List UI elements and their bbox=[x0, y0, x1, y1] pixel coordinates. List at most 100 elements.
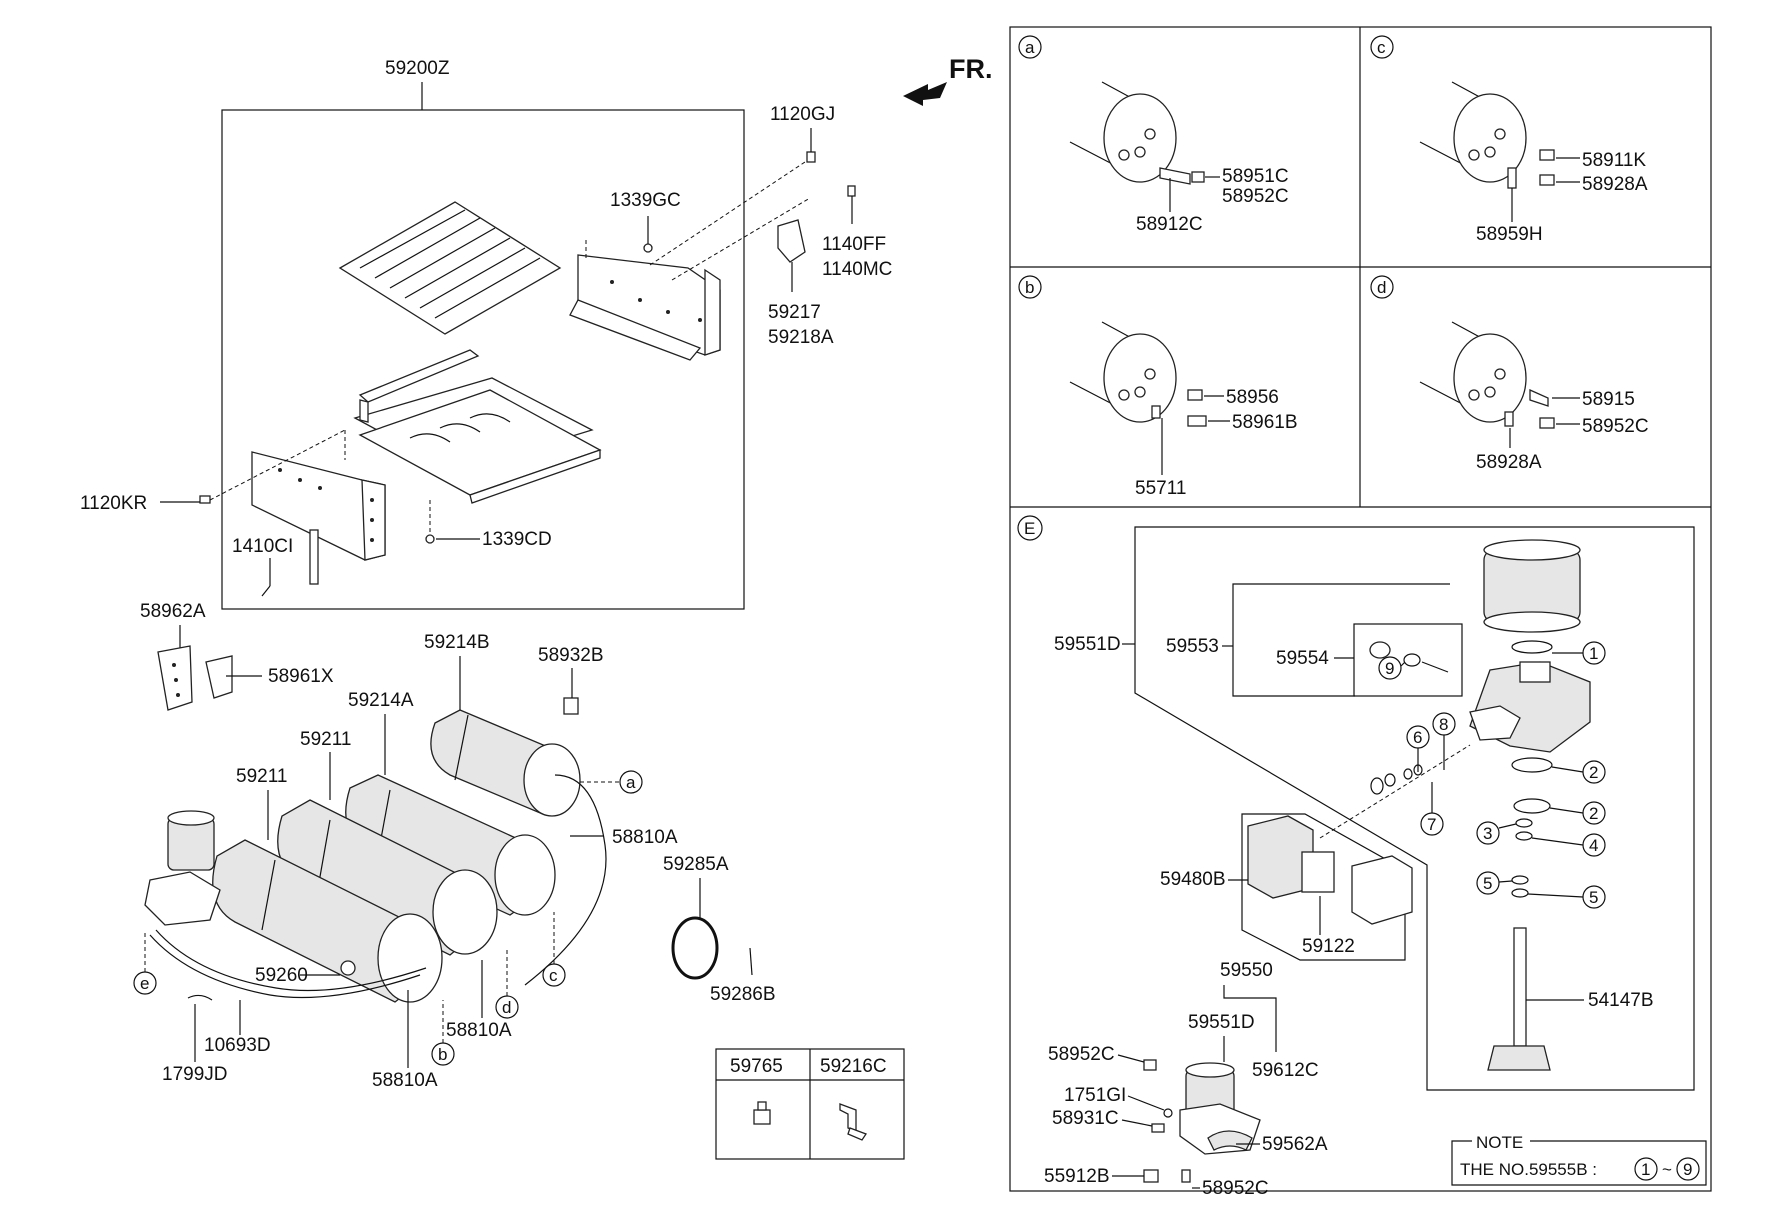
note-text: THE NO.59555B : bbox=[1460, 1160, 1597, 1179]
label-58810a-bottom[interactable]: 58810A bbox=[372, 1070, 438, 1091]
label-58961x[interactable]: 58961X bbox=[268, 666, 334, 687]
num-8[interactable]: 8 bbox=[1432, 712, 1456, 770]
hose-10693d bbox=[149, 929, 427, 999]
svg-text:7: 7 bbox=[1427, 815, 1436, 834]
svg-text:9: 9 bbox=[1385, 659, 1394, 678]
label-58932b[interactable]: 58932B bbox=[538, 645, 604, 666]
svg-text:c: c bbox=[549, 966, 558, 985]
detail-a-label-58952c[interactable]: 58952C bbox=[1222, 186, 1289, 207]
detail-a-letter: a bbox=[1025, 38, 1035, 57]
label-59122[interactable]: 59122 bbox=[1302, 936, 1355, 957]
main-assembly: 59200Z bbox=[80, 58, 892, 610]
detail-d-letter: d bbox=[1377, 278, 1386, 297]
label-59550[interactable]: 59550 bbox=[1220, 960, 1273, 981]
svg-text:5: 5 bbox=[1483, 874, 1492, 893]
label-59214b[interactable]: 59214B bbox=[424, 632, 490, 653]
ref-b[interactable]: b bbox=[431, 1000, 455, 1066]
label-1339gc[interactable]: 1339GC bbox=[610, 190, 681, 211]
label-59480b[interactable]: 59480B bbox=[1160, 869, 1226, 890]
detail-a-label-58951c[interactable]: 58951C bbox=[1222, 166, 1289, 187]
svg-text:3: 3 bbox=[1483, 824, 1492, 843]
note-range-to: 9 bbox=[1683, 1160, 1692, 1179]
ref-a[interactable]: a bbox=[580, 770, 643, 794]
label-59553[interactable]: 59553 bbox=[1166, 636, 1219, 657]
conn-58931c bbox=[1151, 1123, 1165, 1133]
detail-b-label-58961b[interactable]: 58961B bbox=[1232, 412, 1298, 433]
label-59211-rear[interactable]: 59211 bbox=[300, 729, 351, 750]
lower-tray bbox=[353, 377, 602, 504]
label-55912b[interactable]: 55912B bbox=[1044, 1166, 1110, 1187]
label-59551d-sub[interactable]: 59551D bbox=[1188, 1012, 1255, 1033]
label-58952c-top[interactable]: 58952C bbox=[1048, 1044, 1115, 1065]
label-10693d[interactable]: 10693D bbox=[204, 1035, 271, 1056]
label-1140mc[interactable]: 1140MC bbox=[822, 259, 892, 280]
num-5-left[interactable]: 5 bbox=[1476, 871, 1513, 895]
label-58810a-mid[interactable]: 58810A bbox=[446, 1020, 512, 1041]
label-59286b[interactable]: 59286B bbox=[710, 984, 776, 1005]
detail-d-label-58952c[interactable]: 58952C bbox=[1582, 416, 1649, 437]
num-9[interactable]: 9 bbox=[1378, 656, 1406, 680]
strap-bolt-59286b bbox=[749, 947, 753, 976]
num-5-right[interactable]: 5 bbox=[1527, 885, 1606, 909]
label-1339cd[interactable]: 1339CD bbox=[482, 529, 552, 550]
label-54147b[interactable]: 54147B bbox=[1588, 990, 1654, 1011]
ref-c[interactable]: c bbox=[542, 912, 566, 987]
label-1140ff[interactable]: 1140FF bbox=[822, 234, 886, 255]
label-1751gi[interactable]: 1751GI bbox=[1064, 1085, 1126, 1106]
plug-icon bbox=[753, 1101, 771, 1125]
num-6[interactable]: 6 bbox=[1406, 725, 1430, 772]
bolt-1120gj bbox=[806, 151, 816, 163]
detail-grid bbox=[1009, 26, 1712, 1192]
detail-d-label-58915[interactable]: 58915 bbox=[1582, 389, 1635, 410]
num-2-upper[interactable]: 2 bbox=[1551, 760, 1606, 784]
num-7[interactable]: 7 bbox=[1420, 782, 1444, 836]
label-1799jd[interactable]: 1799JD bbox=[162, 1064, 228, 1085]
bracket-59217 bbox=[777, 219, 806, 263]
elbow-55912b bbox=[1143, 1169, 1159, 1183]
label-58952c-bottom[interactable]: 58952C bbox=[1202, 1178, 1269, 1199]
detail-c-label-58911k[interactable]: 58911K bbox=[1582, 150, 1646, 171]
svg-text:b: b bbox=[438, 1045, 447, 1064]
legend-col-59216c[interactable]: 59216C bbox=[820, 1056, 887, 1077]
label-59260[interactable]: 59260 bbox=[255, 965, 308, 986]
ref-d[interactable]: d bbox=[495, 950, 519, 1019]
svg-text:1: 1 bbox=[1589, 644, 1598, 663]
num-4[interactable]: 4 bbox=[1531, 833, 1606, 857]
label-58962a[interactable]: 58962A bbox=[140, 601, 206, 622]
svg-text:5: 5 bbox=[1589, 888, 1598, 907]
label-58931c[interactable]: 58931C bbox=[1052, 1108, 1119, 1129]
label-1120gj[interactable]: 1120GJ bbox=[770, 104, 835, 125]
o-ring-2-upper bbox=[1511, 757, 1553, 773]
label-59551d[interactable]: 59551D bbox=[1054, 634, 1121, 655]
legend-col-59765[interactable]: 59765 bbox=[730, 1056, 783, 1077]
label-1120kr[interactable]: 1120KR bbox=[80, 493, 147, 514]
num-2-lower[interactable]: 2 bbox=[1549, 801, 1606, 825]
label-59217[interactable]: 59217 bbox=[768, 302, 821, 323]
svg-text:a: a bbox=[626, 773, 636, 792]
detail-b-label-58956[interactable]: 58956 bbox=[1226, 387, 1279, 408]
detail-c-label-58959h[interactable]: 58959H bbox=[1476, 224, 1543, 245]
label-59214a[interactable]: 59214A bbox=[348, 690, 414, 711]
bracket-right bbox=[569, 254, 721, 361]
ring-5-lower bbox=[1511, 888, 1529, 898]
detail-b-label-55711[interactable]: 55711 bbox=[1135, 478, 1186, 499]
num-3[interactable]: 3 bbox=[1476, 821, 1517, 845]
assy-label-59200z[interactable]: 59200Z bbox=[385, 58, 450, 79]
label-59285a[interactable]: 59285A bbox=[663, 854, 729, 875]
label-59211-front[interactable]: 59211 bbox=[236, 766, 287, 787]
clip-1799jd bbox=[187, 994, 213, 1001]
num-1[interactable]: 1 bbox=[1552, 641, 1606, 665]
label-58810a-top[interactable]: 58810A bbox=[612, 827, 678, 848]
detail-d-label-58928a[interactable]: 58928A bbox=[1476, 452, 1542, 473]
detail-a-label-58912c[interactable]: 58912C bbox=[1136, 214, 1203, 235]
label-59554[interactable]: 59554 bbox=[1276, 648, 1329, 669]
detail-e-letter: E bbox=[1024, 519, 1035, 538]
ref-e[interactable]: e bbox=[133, 930, 157, 995]
label-1410ci[interactable]: 1410CI bbox=[232, 536, 293, 557]
detail-c-label-58928a[interactable]: 58928A bbox=[1582, 174, 1648, 195]
fitting-58932b bbox=[563, 697, 579, 715]
label-59562a[interactable]: 59562A bbox=[1262, 1134, 1328, 1155]
label-59218a[interactable]: 59218A bbox=[768, 327, 834, 348]
label-59612c[interactable]: 59612C bbox=[1252, 1060, 1319, 1081]
